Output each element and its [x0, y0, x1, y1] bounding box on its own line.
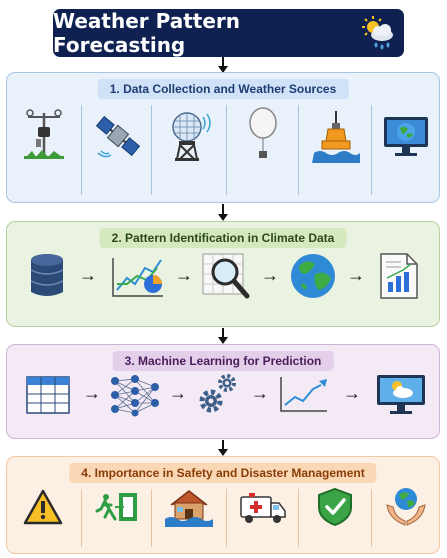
magnifying-glass-icon	[202, 253, 250, 299]
divider	[151, 489, 152, 547]
divider	[226, 105, 227, 195]
computer-monitor-globe-icon	[384, 117, 428, 156]
diagram-title: Weather Pattern Forecasting	[53, 9, 241, 57]
weather-station-icon	[24, 109, 64, 159]
section-machine-learning: 3. Machine Learning for Prediction → → →…	[6, 344, 440, 439]
flow-arrow: →	[83, 383, 101, 403]
radar-dome-icon	[172, 112, 211, 161]
section-data-collection: 1. Data Collection and Weather Sources	[6, 72, 440, 203]
diagram-title-banner: Weather Pattern Forecasting	[53, 9, 404, 57]
flow-arrow: →	[251, 383, 269, 403]
neural-network-icon	[111, 375, 159, 417]
flow-arrow: →	[169, 383, 187, 403]
divider	[371, 489, 372, 547]
divider	[298, 105, 299, 195]
divider	[298, 489, 299, 547]
ambulance-icon	[240, 493, 286, 523]
ocean-buoy-icon	[312, 111, 360, 163]
divider	[151, 105, 152, 195]
divider	[81, 489, 82, 547]
warning-icon	[23, 489, 63, 525]
flooded-house-icon	[165, 490, 213, 527]
flow-arrow: →	[347, 265, 365, 285]
divider	[81, 105, 82, 195]
down-arrow-icon	[218, 440, 228, 456]
globe-icon	[291, 254, 335, 298]
hands-globe-icon	[386, 488, 426, 526]
weather-balloon-icon	[249, 107, 277, 158]
trend-chart-icon	[280, 377, 327, 412]
chart-analytics-icon	[112, 258, 163, 297]
flow-arrow: →	[79, 265, 97, 285]
sun-cloud-rain-icon	[362, 16, 393, 50]
data-table-icon	[26, 376, 70, 414]
divider	[371, 105, 372, 195]
section-pattern-identification: 2. Pattern Identification in Climate Dat…	[6, 221, 440, 327]
flow-arrow: →	[175, 265, 193, 285]
weather-monitor-icon	[377, 375, 425, 414]
satellite-icon	[95, 115, 141, 158]
down-arrow-icon	[218, 328, 228, 344]
down-arrow-icon	[218, 57, 228, 73]
shield-check-icon	[318, 487, 352, 527]
emergency-exit-icon	[95, 493, 137, 521]
report-document-icon	[380, 253, 418, 299]
database-icon	[30, 254, 64, 296]
section-title: 3. Machine Learning for Prediction	[112, 351, 334, 371]
flow-arrow: →	[343, 383, 361, 403]
section-title: 1. Data Collection and Weather Sources	[97, 79, 349, 99]
divider	[226, 489, 227, 547]
down-arrow-icon	[218, 204, 228, 221]
gears-icon	[199, 374, 236, 413]
flow-arrow: →	[261, 265, 279, 285]
section-safety-disaster: 4. Importance in Safety and Disaster Man…	[6, 456, 440, 554]
section-title: 2. Pattern Identification in Climate Dat…	[99, 228, 347, 248]
section-title: 4. Importance in Safety and Disaster Man…	[69, 463, 377, 483]
